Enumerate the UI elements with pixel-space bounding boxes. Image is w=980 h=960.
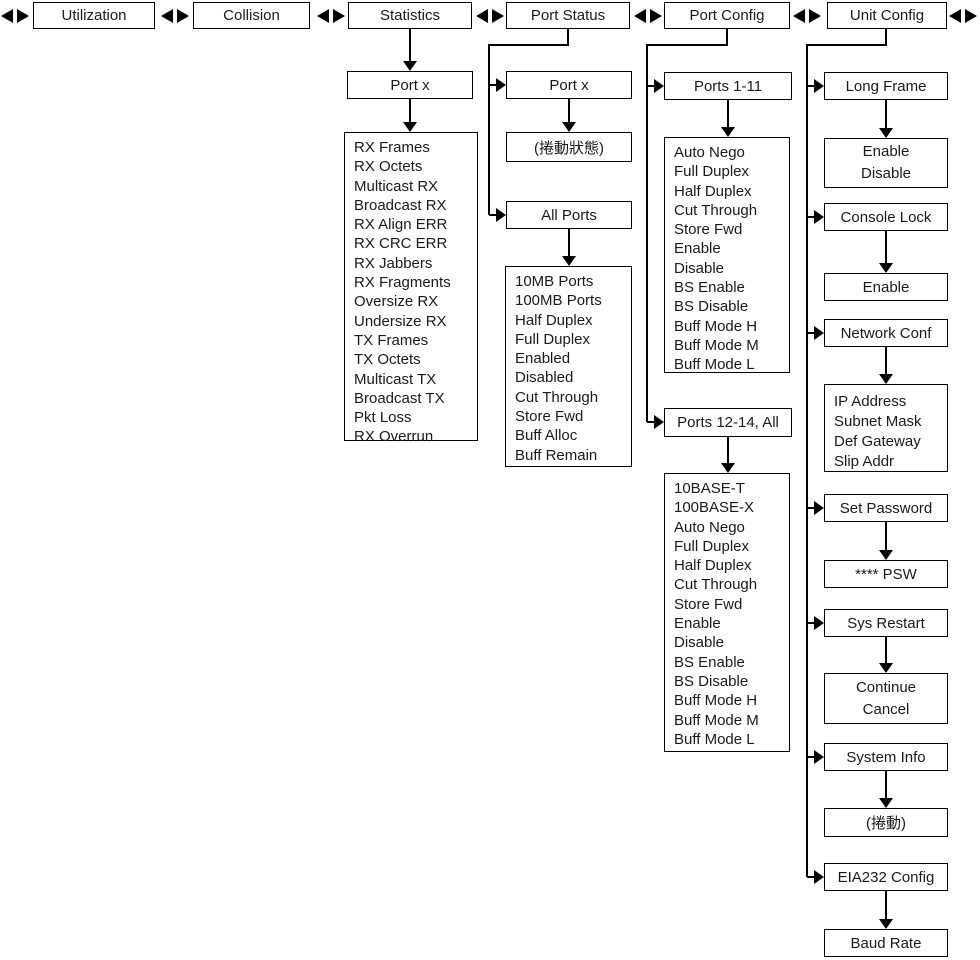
top-nav-arrows [1, 9, 977, 23]
menu-unit-config: Unit Config [827, 2, 947, 29]
port-config-ports-12-14-box: Ports 12-14, All [664, 408, 792, 437]
down-arrow-icon [562, 256, 576, 266]
left-right-arrow-icon [317, 9, 345, 23]
unit-config-network-conf-list: IP Address Subnet Mask Def Gateway Slip … [824, 384, 948, 472]
port-config-ports-1-11-list: Auto Nego Full Duplex Half Duplex Cut Th… [664, 137, 790, 373]
right-arrow-icon [814, 210, 824, 224]
menu-collision: Collision [193, 2, 310, 29]
port-config-connectors [646, 29, 735, 473]
unit-config-console-lock-box: Console Lock [824, 203, 948, 231]
unit-config-eia232-box: EIA232 Config [824, 863, 948, 891]
port-status-all-ports-box: All Ports [506, 201, 632, 229]
down-arrow-icon [879, 919, 893, 929]
unit-config-connectors [806, 29, 893, 929]
left-right-arrow-icon [1, 9, 29, 23]
down-arrow-icon [879, 798, 893, 808]
down-arrow-icon [403, 61, 417, 71]
right-arrow-icon [654, 415, 664, 429]
left-right-arrow-icon [949, 9, 977, 23]
port-config-trunk-line [646, 29, 728, 422]
right-arrow-icon [814, 326, 824, 340]
port-status-port-x-box: Port x [506, 71, 632, 99]
right-arrow-icon [814, 616, 824, 630]
unit-config-network-conf-box: Network Conf [824, 319, 948, 347]
left-right-arrow-icon [476, 9, 504, 23]
menu-port-status: Port Status [506, 2, 630, 29]
unit-config-baud-rate-box: Baud Rate [824, 929, 948, 957]
unit-config-trunk-line [806, 29, 887, 877]
left-right-arrow-icon [793, 9, 821, 23]
unit-config-password-display: **** PSW [824, 560, 948, 588]
unit-config-long-frame-options: Enable Disable [824, 138, 948, 188]
left-right-arrow-icon [161, 9, 189, 23]
unit-config-set-password-box: Set Password [824, 494, 948, 522]
menu-utilization: Utilization [33, 2, 155, 29]
port-status-trunk-line [488, 29, 569, 215]
statistics-connectors [403, 29, 417, 132]
down-arrow-icon [721, 463, 735, 473]
statistics-port-x-box: Port x [347, 71, 473, 99]
port-status-connectors [488, 29, 576, 266]
left-right-arrow-icon [634, 9, 662, 23]
right-arrow-icon [496, 208, 506, 222]
right-arrow-icon [814, 79, 824, 93]
menu-statistics: Statistics [348, 2, 472, 29]
down-arrow-icon [403, 122, 417, 132]
down-arrow-icon [721, 127, 735, 137]
unit-config-long-frame-box: Long Frame [824, 72, 948, 100]
unit-config-sys-restart-options: Continue Cancel [824, 673, 948, 724]
down-arrow-icon [879, 263, 893, 273]
port-config-ports-12-14-list: 10BASE-T 100BASE-X Auto Nego Full Duplex… [664, 473, 790, 752]
statistics-counter-list: RX Frames RX Octets Multicast RX Broadca… [344, 132, 478, 445]
down-arrow-icon [879, 663, 893, 673]
down-arrow-icon [879, 128, 893, 138]
down-arrow-icon [879, 550, 893, 560]
down-arrow-icon [562, 122, 576, 132]
right-arrow-icon [654, 79, 664, 93]
port-config-ports-1-11-box: Ports 1-11 [664, 72, 792, 100]
unit-config-system-info-display: (捲動) [824, 808, 948, 837]
right-arrow-icon [814, 750, 824, 764]
port-status-scroll-status-box: (捲動狀態) [506, 132, 632, 162]
down-arrow-icon [879, 374, 893, 384]
right-arrow-icon [496, 78, 506, 92]
unit-config-console-lock-option: Enable [824, 273, 948, 301]
unit-config-system-info-box: System Info [824, 743, 948, 771]
port-status-all-ports-list: 10MB Ports 100MB Ports Half Duplex Full … [505, 266, 632, 467]
right-arrow-icon [814, 501, 824, 515]
menu-port-config: Port Config [664, 2, 790, 29]
right-arrow-icon [814, 870, 824, 884]
unit-config-sys-restart-box: Sys Restart [824, 609, 948, 637]
